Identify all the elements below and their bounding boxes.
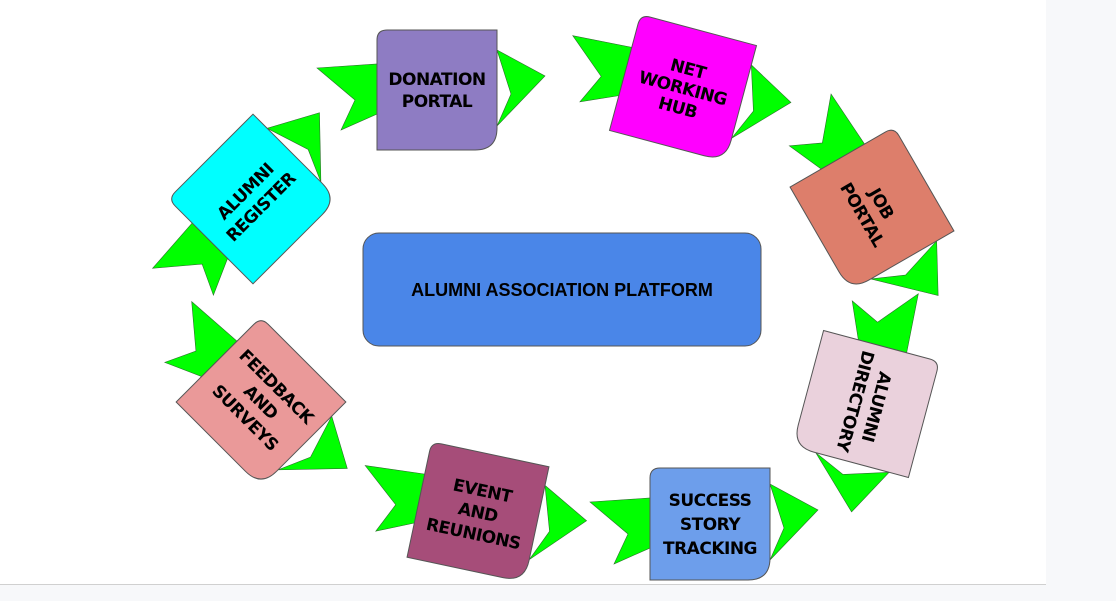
success-story-tracking-ribbon-tail bbox=[589, 497, 651, 565]
feedback-and-surveys-ribbon-tail bbox=[163, 300, 238, 377]
feedback-and-surveys-box bbox=[175, 320, 347, 480]
alumni-directory-ribbon bbox=[815, 293, 919, 513]
success-story-tracking-ribbon bbox=[589, 483, 819, 565]
alumni-register-box bbox=[171, 113, 331, 285]
donation-portal-ribbon-head bbox=[496, 49, 546, 127]
donation-portal-label-line: PORTAL bbox=[402, 92, 473, 112]
job-portal-box bbox=[789, 129, 955, 285]
success-story-tracking-node: SUCCESS STORY TRACKING bbox=[649, 467, 771, 581]
alumni-register-ribbon-tail bbox=[151, 222, 228, 297]
success-story-tracking-ribbon-head bbox=[769, 483, 819, 561]
donation-portal-ribbon-tail bbox=[316, 63, 378, 131]
donation-portal-label-line: DONATION bbox=[388, 70, 485, 90]
networking-hub-ribbon bbox=[572, 35, 792, 139]
center-box: ALUMNI ASSOCIATION PLATFORM bbox=[362, 232, 762, 347]
success-story-tracking-box bbox=[649, 467, 771, 581]
center-title: ALUMNI ASSOCIATION PLATFORM bbox=[411, 280, 713, 300]
alumni-directory-ribbon-tail bbox=[851, 293, 919, 354]
alumni-directory-box bbox=[796, 329, 938, 479]
donation-portal-box bbox=[376, 29, 498, 151]
job-portal-ribbon-tail bbox=[788, 93, 865, 170]
networking-hub-box bbox=[608, 16, 758, 158]
success-story-tracking-label-line: TRACKING bbox=[663, 539, 757, 559]
donation-portal-ribbon bbox=[316, 49, 546, 131]
event-and-reunions-ribbon-tail bbox=[364, 465, 426, 532]
networking-hub-ribbon-tail bbox=[572, 35, 633, 103]
success-story-tracking-label-line: STORY bbox=[680, 515, 741, 535]
center-box-shape bbox=[362, 232, 762, 347]
success-story-tracking-label-line: SUCCESS bbox=[669, 491, 752, 511]
ribbon-layer bbox=[151, 35, 939, 565]
bottom-divider bbox=[0, 584, 1046, 585]
event-and-reunions-box bbox=[406, 443, 550, 579]
